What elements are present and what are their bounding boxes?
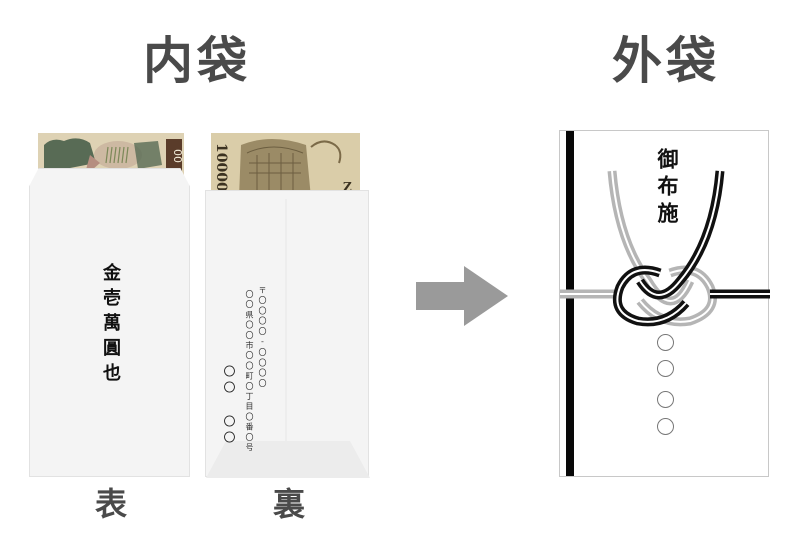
arrow-right-icon xyxy=(416,266,508,326)
name-placeholder-circle xyxy=(657,391,674,408)
svg-text:00: 00 xyxy=(171,149,184,163)
front-label: 表 xyxy=(95,485,128,523)
inner-envelope-heading: 内袋 xyxy=(143,31,251,90)
svg-text:10000: 10000 xyxy=(213,143,229,192)
address: 〇〇県〇〇市〇〇町〇丁目〇番〇号 xyxy=(245,290,254,454)
envelope-flap-lines xyxy=(206,199,370,478)
front-inscription: 金壱萬圓也 xyxy=(100,263,121,388)
mizuhiki-knot xyxy=(560,170,770,327)
svg-text:Z: Z xyxy=(343,180,352,194)
outer-inscription: 御布施 xyxy=(655,148,679,229)
banknote-illustration: 10000 Z xyxy=(211,133,360,198)
name-placeholder-circle xyxy=(657,334,674,351)
outer-envelope-heading: 外袋 xyxy=(612,31,720,90)
name-placeholder-circle xyxy=(657,418,674,435)
inner-envelope-back xyxy=(205,190,370,478)
back-label: 裏 xyxy=(273,485,306,523)
sender-name: 〇〇 〇〇 xyxy=(222,365,236,447)
bill-back: 10000 Z xyxy=(211,133,360,198)
name-placeholder-circle xyxy=(657,360,674,377)
postal-code: 〒〇〇〇〇‐〇〇〇〇 xyxy=(258,286,267,389)
inner-envelope-front xyxy=(29,168,190,477)
outer-envelope-bar xyxy=(566,131,574,476)
bill-front: 00 xyxy=(38,133,184,188)
